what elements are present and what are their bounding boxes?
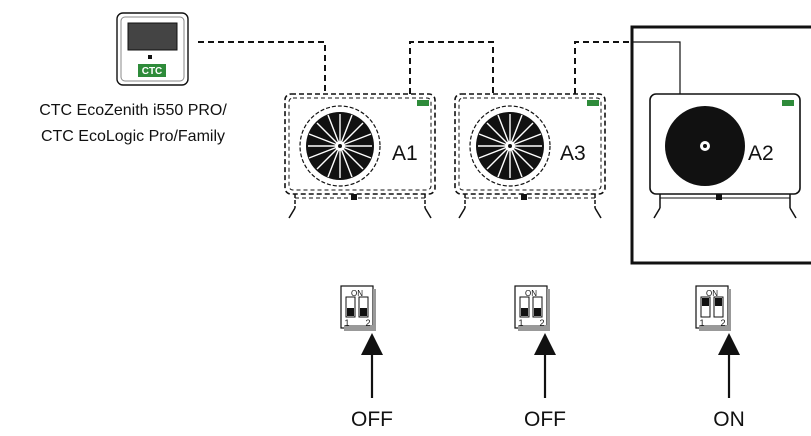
- state-label-a1: OFF: [351, 408, 393, 431]
- a2-highlight-frame: [630, 25, 811, 265]
- communication-wiring: [198, 41, 632, 94]
- ctc-logo: [138, 64, 166, 77]
- a2-wire: [632, 41, 681, 94]
- dip-a2-pos1: 1: [699, 318, 704, 328]
- dip-a1-pos1: 1: [344, 318, 349, 328]
- dip-a3-on-label: ON: [525, 289, 537, 298]
- unit-label-a3: A3: [560, 142, 586, 165]
- state-label-a2: ON: [713, 408, 745, 431]
- dip-a1-on-label: ON: [351, 289, 363, 298]
- dip-switch-a1: [340, 285, 377, 332]
- dip-switch-a3: [514, 285, 551, 332]
- dip-a3-pos1: 1: [518, 318, 523, 328]
- dip-switch-a2: [695, 285, 732, 332]
- dip-a1-pos2: 2: [365, 318, 370, 328]
- unit-label-a1: A1: [392, 142, 418, 165]
- unit-label-a2: A2: [748, 142, 774, 165]
- dip-a3-pos2: 2: [539, 318, 544, 328]
- dip-a2-pos2: 2: [720, 318, 725, 328]
- ctc-logo-text: CTC: [142, 66, 163, 77]
- controller-device: CTC: [116, 12, 189, 86]
- state-label-a3: OFF: [524, 408, 566, 431]
- controller-label-line1: CTC EcoZenith i550 PRO/: [39, 102, 227, 119]
- controller-label-line2: CTC EcoLogic Pro/Family: [41, 128, 225, 145]
- dip-a2-on-label: ON: [706, 289, 718, 298]
- heat-pump-a2: [649, 93, 801, 219]
